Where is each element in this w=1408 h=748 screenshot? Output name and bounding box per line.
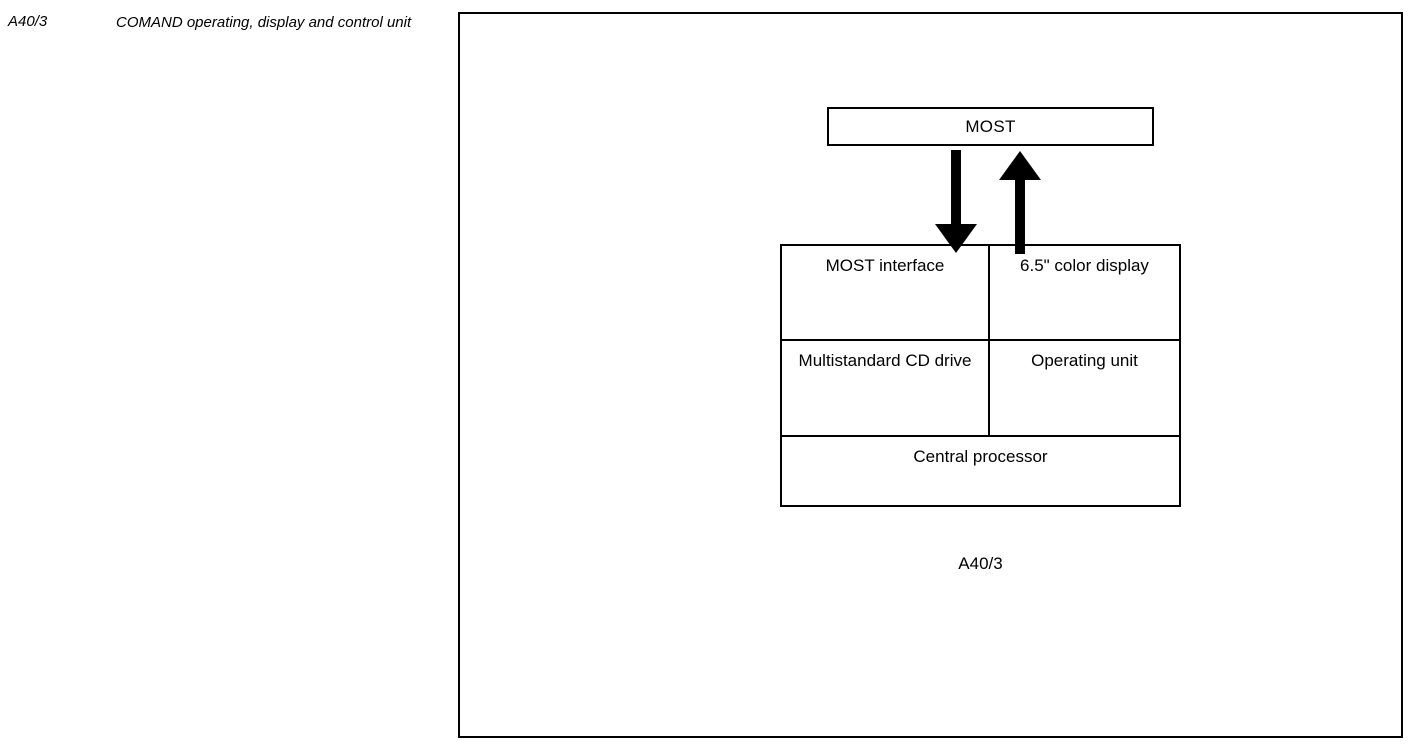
most-bus-label: MOST [965,116,1016,136]
cell-central-processor: Central processor [913,447,1048,466]
table-row: MOST interface 6.5" color display [782,246,1179,341]
cell-operating-unit: Operating unit [1031,351,1138,370]
legend-component-description: COMAND operating, display and control un… [116,14,412,31]
diagram-frame: MOST MOST interface 6.5" color display M… [458,12,1403,738]
table-row: Central processor [782,437,1179,505]
legend-component-code: A40/3 [8,13,48,30]
most-bus-box: MOST [827,107,1154,146]
arrow-down-bus-to-unit [935,150,977,253]
table-row: Multistandard CD drive Operating unit [782,341,1179,437]
arrow-up-unit-to-bus [999,151,1041,254]
unit-caption: A40/3 [958,554,1003,573]
cell-color-display: 6.5" color display [1020,256,1149,275]
control-unit-block: MOST interface 6.5" color display Multis… [780,244,1181,507]
legend-column: A40/3 COMAND operating, display and cont… [0,0,450,748]
cell-most-interface: MOST interface [782,246,990,339]
cell-multistandard-cd-drive: Multistandard CD drive [782,341,990,435]
